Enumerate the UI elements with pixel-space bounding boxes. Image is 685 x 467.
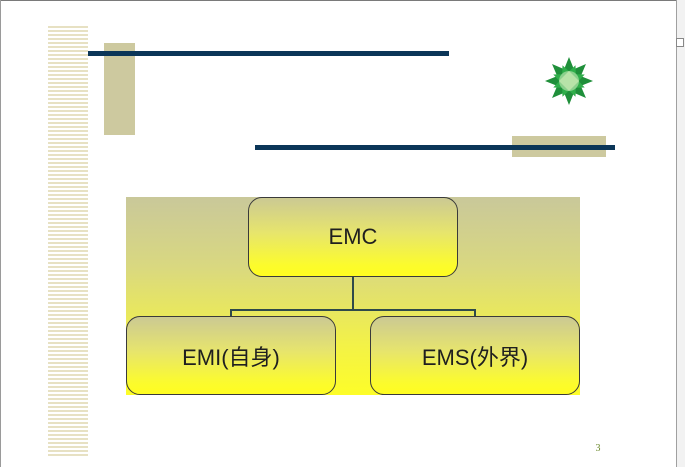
connector-horizontal: [230, 309, 475, 311]
decorative-khaki-bar: [104, 43, 135, 135]
node-emi[interactable]: EMI(自身): [126, 316, 336, 395]
window-top-border: [0, 0, 685, 1]
connector-root-down: [352, 277, 354, 310]
scroll-marker[interactable]: [676, 38, 684, 47]
decorative-navy-line-mid: [255, 145, 615, 150]
node-ems-label: EMS(外界): [421, 344, 529, 370]
window-left-border: [0, 0, 1, 467]
decorative-navy-line-top: [88, 51, 449, 56]
flower-icon: [545, 57, 593, 105]
page-number: 3: [595, 443, 601, 454]
node-emc-label: EMC: [328, 224, 378, 249]
node-emi-label: EMI(自身): [182, 344, 280, 370]
connector-right-down: [474, 309, 476, 317]
scrollbar-strip[interactable]: [676, 0, 685, 467]
connector-left-down: [230, 309, 232, 317]
node-emc[interactable]: EMC: [248, 197, 458, 277]
node-ems[interactable]: EMS(外界): [370, 316, 580, 395]
decorative-stripes: [48, 26, 88, 456]
